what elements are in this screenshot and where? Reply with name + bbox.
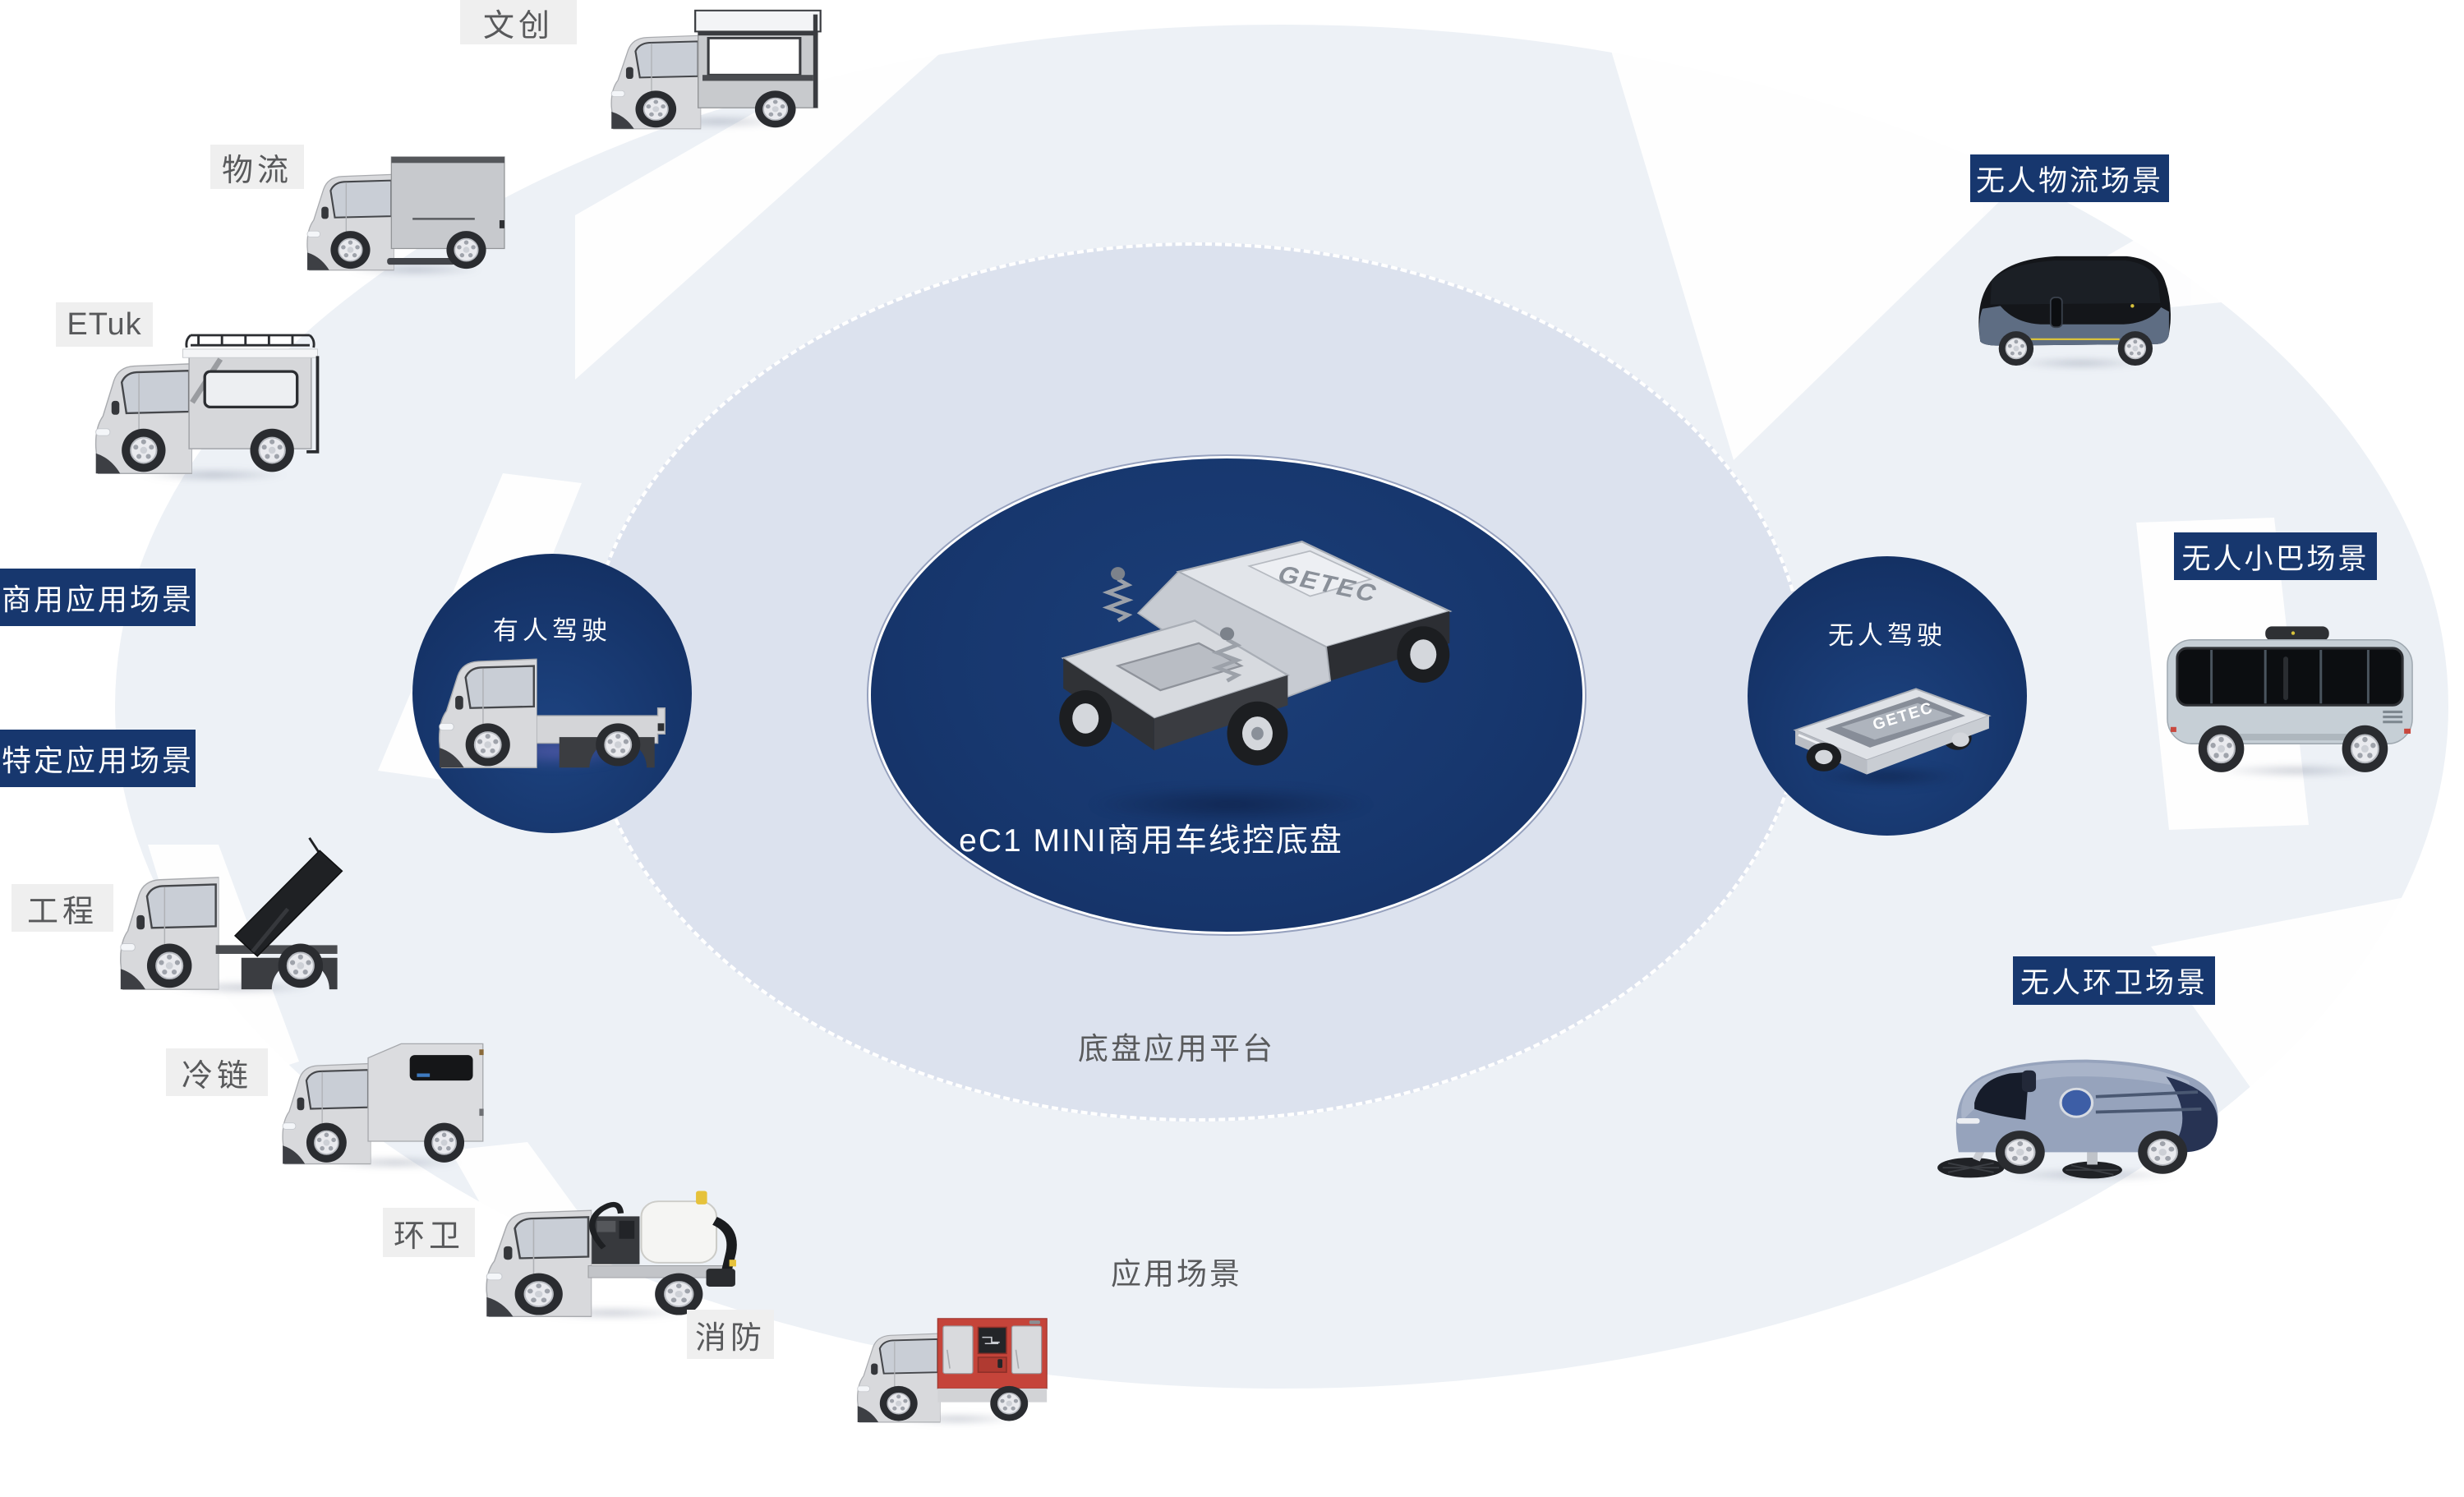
shadow	[144, 979, 341, 996]
unmanned-chassis-shadow	[1789, 761, 1987, 792]
shadow	[1972, 1167, 2210, 1183]
shadow	[509, 1305, 715, 1321]
tag-unmanned-sanitation-scenario: 无人环卫场景	[2013, 956, 2215, 1005]
tag-engineering: 工程	[12, 884, 113, 932]
unmanned-mode-label: 无人驾驶	[1828, 621, 1946, 650]
shadow	[115, 467, 312, 483]
manned-driving-circle	[412, 554, 692, 833]
shadow	[325, 261, 505, 278]
header-special-scenarios: 特定应用场景	[0, 730, 196, 787]
shadow	[1992, 356, 2169, 371]
shadow	[304, 1154, 485, 1171]
tag-unmanned-minibus-scenario: 无人小巴场景	[2174, 532, 2377, 580]
tag-sanitation: 环卫	[383, 1208, 475, 1257]
tag-fire: 消防	[687, 1310, 774, 1359]
tag-cold-chain: 冷链	[166, 1048, 268, 1096]
tag-etuk: ETuk	[56, 302, 153, 347]
scenario-ring-label: 应用场景	[1111, 1257, 1242, 1291]
tag-unmanned-logistics-scenario: 无人物流场景	[1970, 154, 2169, 202]
header-commercial-scenarios: 商用应用场景	[0, 569, 196, 626]
manned-mode-label: 有人驾驶	[493, 616, 611, 645]
core-chassis-shadow	[1042, 779, 1420, 830]
shadow	[875, 1412, 1039, 1426]
tag-cultural-creative: 文创	[460, 0, 577, 44]
shadow	[2190, 762, 2403, 779]
unmanned-driving-circle	[1748, 556, 2027, 836]
center-title: eC1 MINI商用车线控底盘	[959, 823, 1343, 859]
platform-ring-label: 底盘应用平台	[1078, 1032, 1275, 1066]
tag-logistics: 物流	[210, 145, 304, 189]
manned-circle-glow	[448, 728, 663, 774]
shadow	[624, 113, 813, 130]
